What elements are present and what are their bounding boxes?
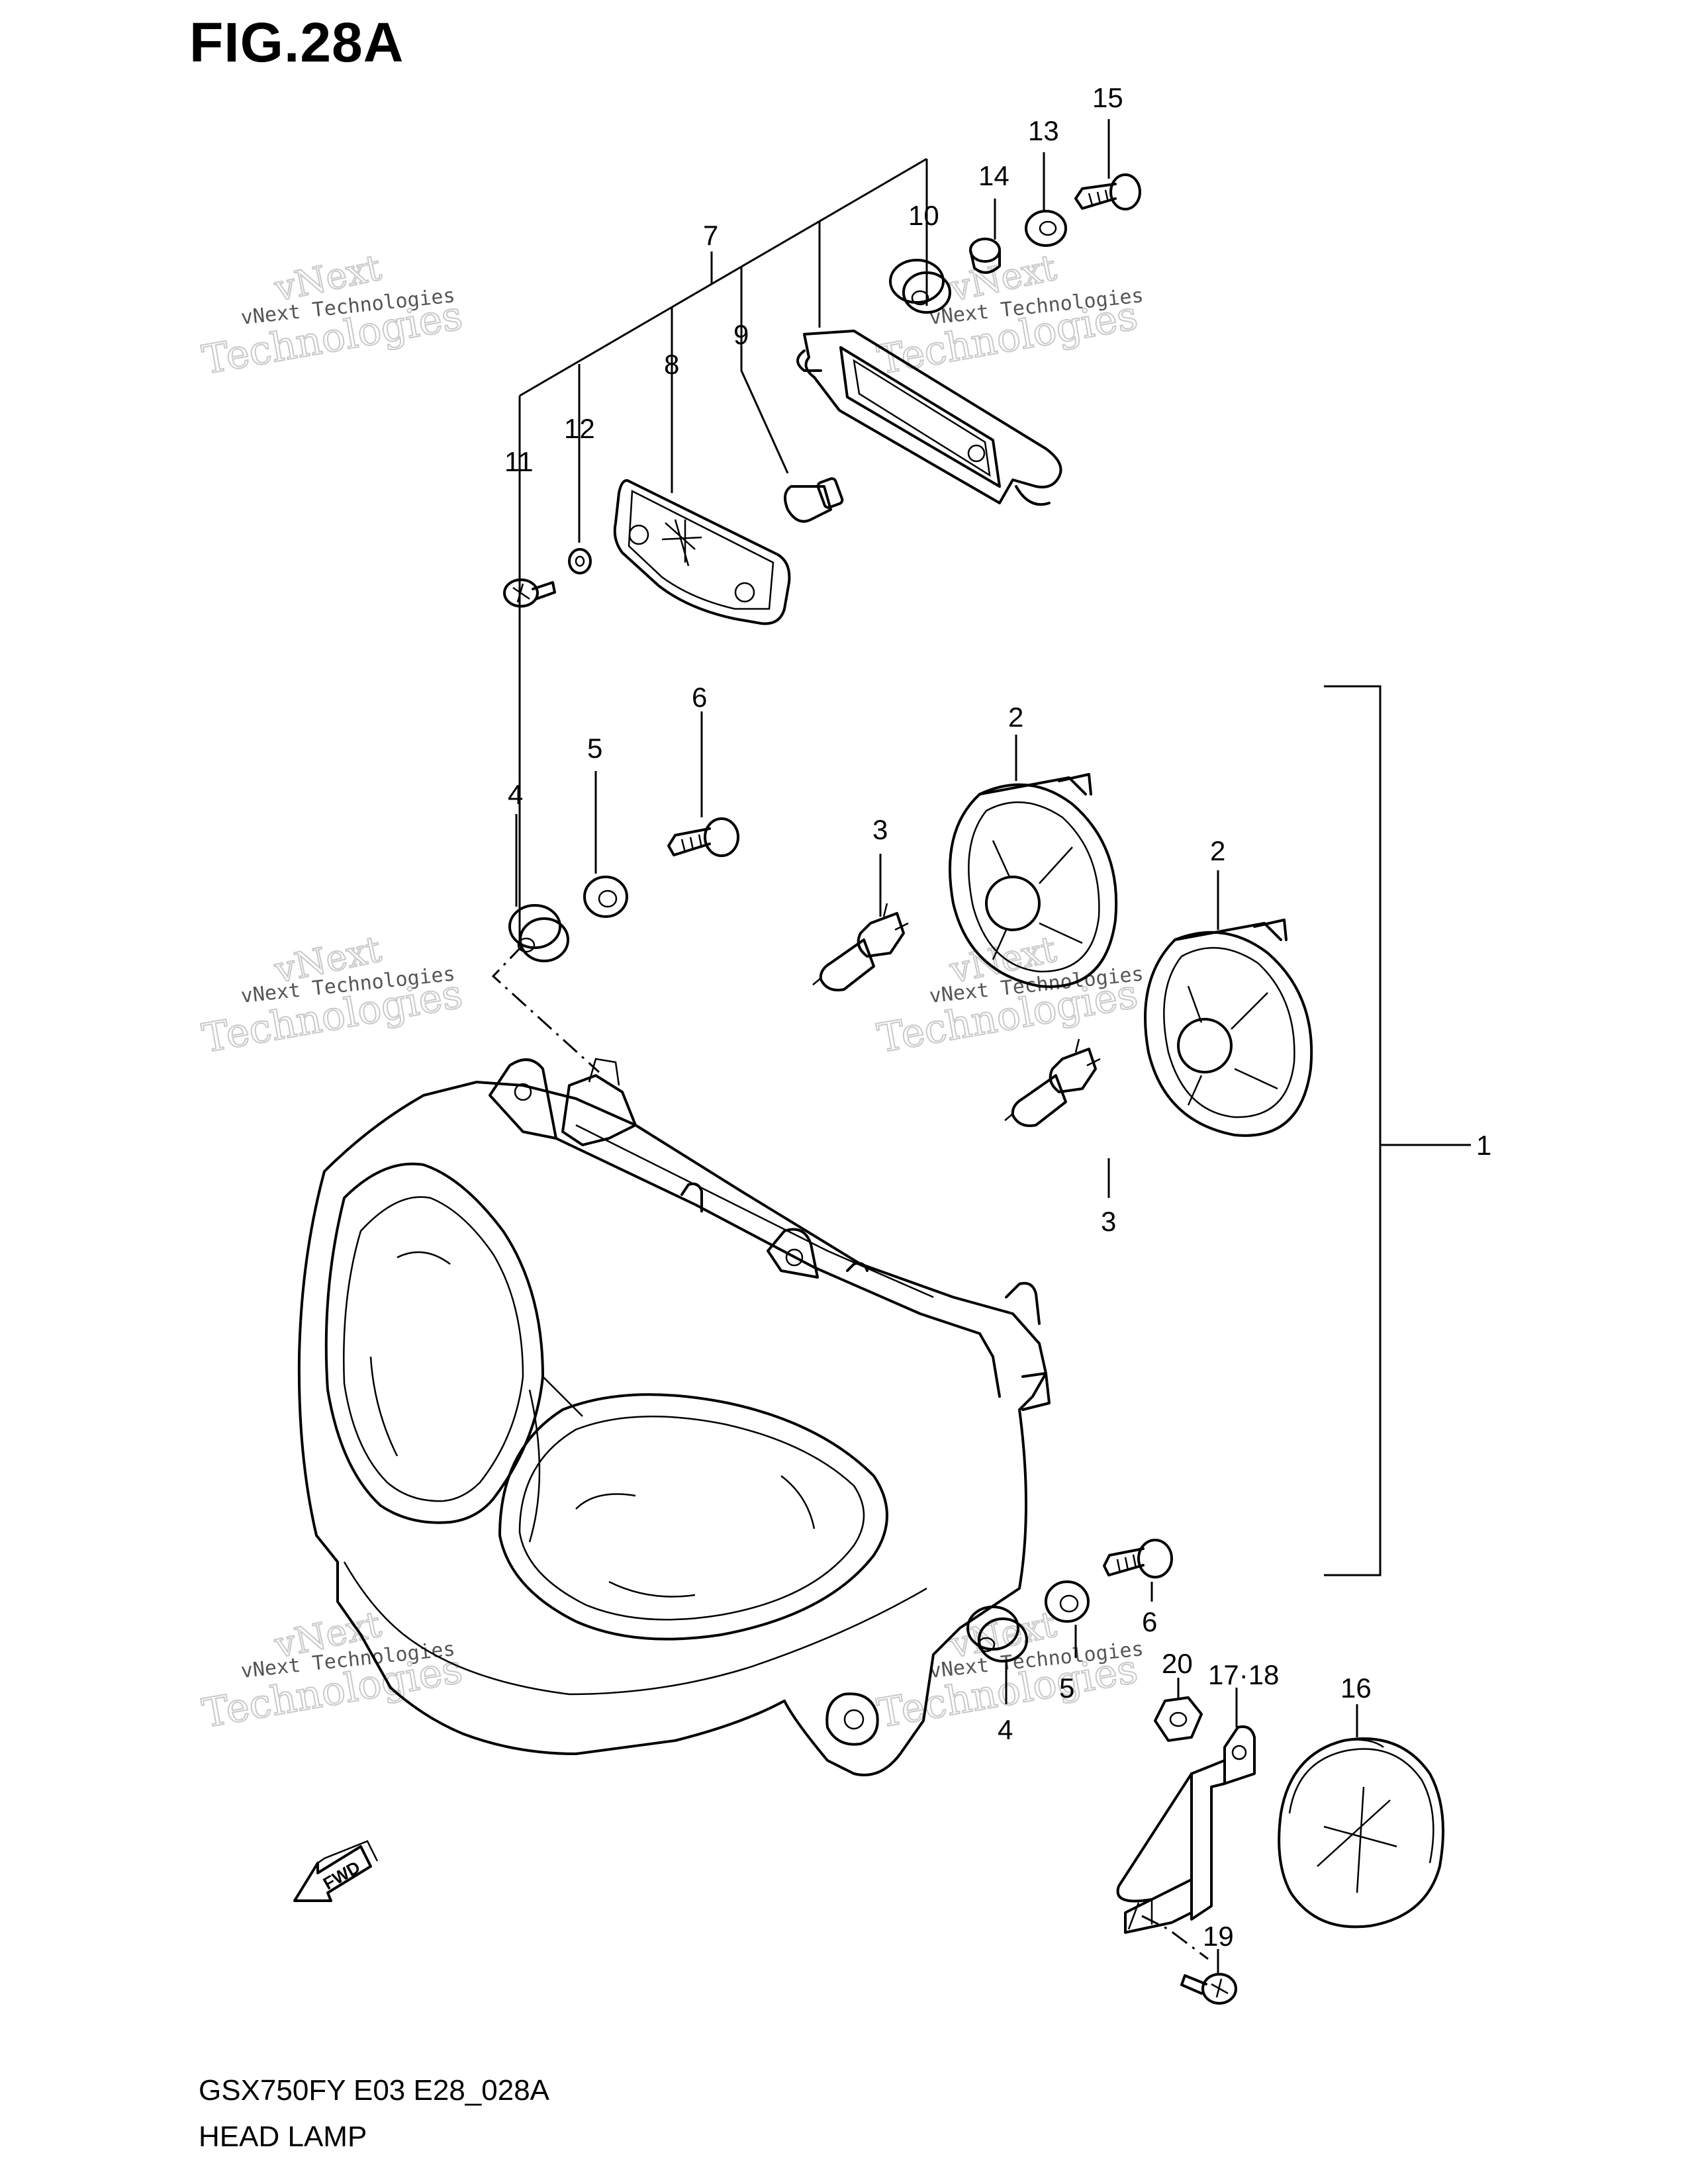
callout-2-upper: 2	[1008, 702, 1023, 733]
position-lamp-housing	[796, 330, 1062, 506]
watermark-3: vNext vNext Technologies Technologies	[198, 927, 466, 1062]
callout-17-18: 17·18	[1208, 1659, 1279, 1690]
figure-title: FIG.28A	[189, 11, 404, 73]
callout-10: 10	[908, 200, 939, 231]
callout-3-lower: 3	[1101, 1206, 1116, 1237]
watermark-1: vNext vNext Technologies Technologies	[198, 246, 466, 384]
callout-16: 16	[1340, 1672, 1372, 1704]
screw-small	[503, 578, 556, 608]
headlamp-bulb-upper	[812, 903, 909, 991]
callout-20: 20	[1162, 1648, 1193, 1679]
headlamp-bracket	[1116, 1725, 1256, 1960]
callout-19: 19	[1203, 1921, 1234, 1952]
callout-4-lower: 4	[998, 1714, 1013, 1745]
headlamp-socket-lower	[1144, 919, 1313, 1137]
callout-9: 9	[733, 319, 749, 350]
callout-7: 7	[703, 220, 718, 251]
diagram-caption: HEAD LAMP	[199, 2120, 367, 2153]
nut-20	[1154, 1696, 1203, 1742]
watermark-5: vNext vNext Technologies Technologies	[198, 1602, 466, 1737]
callout-5-lower: 5	[1059, 1672, 1074, 1704]
callout-14: 14	[978, 160, 1009, 191]
grommet-left	[508, 904, 569, 962]
watermark-2: vNext vNext Technologies Technologies	[873, 246, 1145, 384]
rubber-cap	[1278, 1737, 1444, 1929]
callout-15: 15	[1092, 82, 1123, 113]
grommet-right	[966, 1606, 1028, 1662]
model-code: GSX750FY E03 E28_028A	[199, 2074, 550, 2107]
headlamp-bulb-lower	[1004, 1038, 1101, 1127]
headlamp-socket-upper	[949, 773, 1118, 988]
callout-11: 11	[504, 446, 534, 477]
washer-left	[583, 876, 628, 918]
callout-8: 8	[664, 349, 679, 380]
callout-4-upper: 4	[508, 779, 523, 810]
bolt-left	[667, 817, 739, 857]
callout-13: 13	[1028, 115, 1059, 146]
callout-3-upper: 3	[872, 814, 888, 845]
position-lamp-assembly	[503, 119, 1141, 946]
headlamp-housing	[297, 1058, 1051, 1776]
collar	[969, 238, 1001, 274]
watermark-4: vNext vNext Technologies Technologies	[873, 927, 1145, 1062]
bolt-right	[1103, 1539, 1173, 1578]
callout-5-upper: 5	[587, 733, 602, 764]
washer-small	[568, 548, 592, 574]
grommet-upper	[889, 259, 951, 314]
position-lamp-bulb	[784, 477, 844, 523]
washer-right	[1045, 1580, 1090, 1623]
position-lamp-lens	[613, 479, 791, 625]
callout-labels: 15 13 14 10 7 9 8 12 11 6 2 5 4 3 2 1 3 …	[504, 82, 1491, 1952]
washer-upper	[1025, 210, 1067, 247]
callout-6-lower: 6	[1142, 1606, 1157, 1637]
bolt-upper	[1074, 173, 1141, 210]
screw-19	[1180, 1973, 1237, 2005]
callout-1: 1	[1476, 1130, 1491, 1161]
callout-6-upper: 6	[692, 682, 707, 713]
callout-2-lower: 2	[1210, 835, 1225, 866]
fwd-arrow: FWD	[293, 1840, 379, 1902]
callout-12: 12	[564, 413, 595, 444]
